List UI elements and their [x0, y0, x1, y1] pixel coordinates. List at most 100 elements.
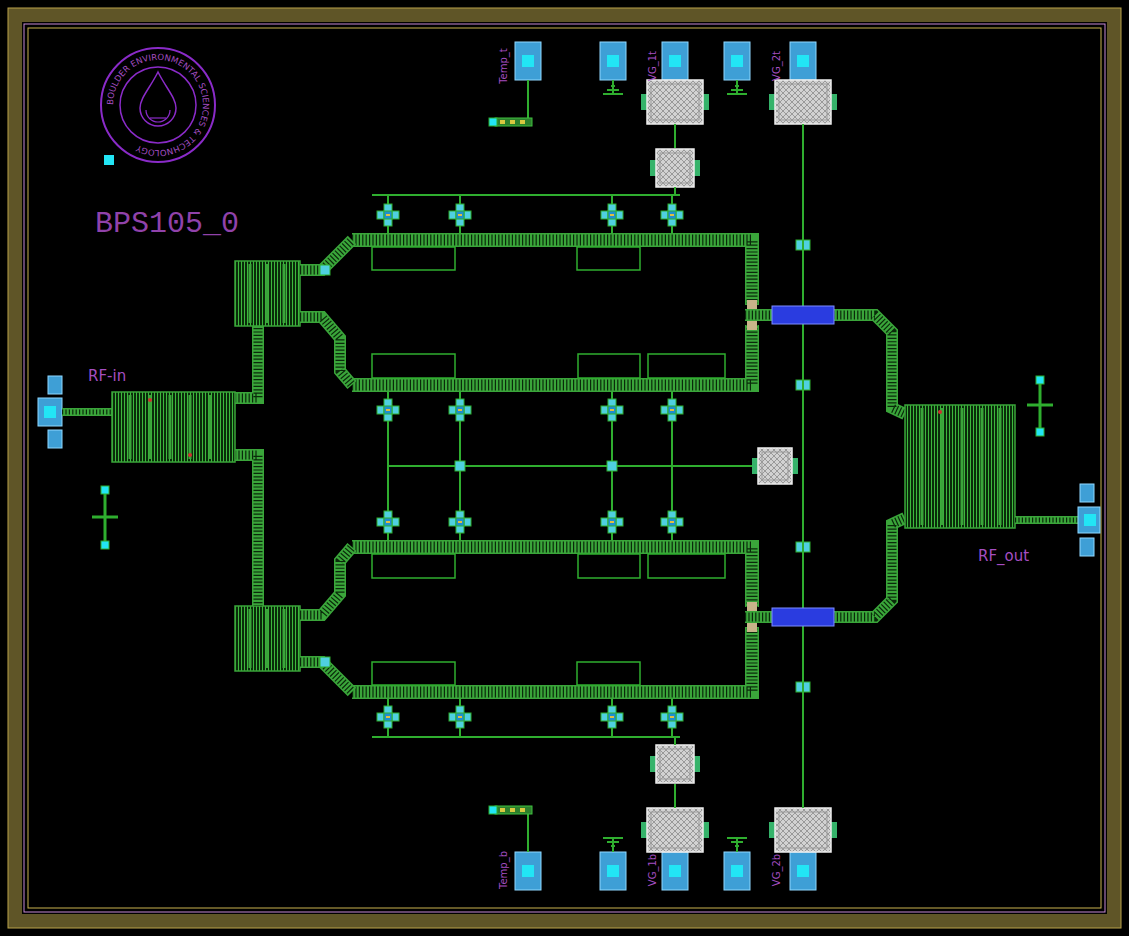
- bias-line: [671, 533, 673, 540]
- coupler-finger: [961, 408, 964, 525]
- capacitor-terminal: [792, 458, 798, 474]
- pin-name: VG_1b: [647, 854, 658, 886]
- ground-pad: [1080, 538, 1094, 556]
- seal-ring-edge: [8, 8, 1121, 928]
- bias-line: [611, 845, 615, 847]
- pin-name: VG_2t: [771, 51, 782, 81]
- transistor: [384, 204, 392, 226]
- lange-coupler: [112, 392, 235, 462]
- transistor-gate: [668, 406, 676, 414]
- coupler-finger: [283, 609, 286, 668]
- bias-line: [607, 841, 619, 843]
- bias-line: [611, 226, 613, 233]
- bias-line: [671, 466, 673, 511]
- bias-line: [603, 837, 623, 839]
- capacitor-plate: [651, 84, 699, 120]
- bond-pad: [515, 852, 541, 890]
- transistor: [449, 518, 471, 526]
- series-capacitor: [747, 602, 757, 612]
- bias-line: [459, 699, 461, 706]
- port-name: RF-in: [88, 368, 126, 385]
- logo-ring: [120, 67, 196, 143]
- bond-pad: [790, 852, 816, 890]
- transistor: [377, 406, 399, 414]
- capacitor-terminal: [650, 756, 656, 772]
- bias-line: [387, 392, 389, 399]
- coupler-finger: [209, 395, 212, 459]
- via-square: [489, 118, 497, 126]
- transistor: [449, 406, 471, 414]
- series-capacitor: [747, 320, 757, 330]
- bias-line: [735, 85, 739, 87]
- microstrip-line: [300, 317, 352, 385]
- transistor: [668, 204, 676, 226]
- via-square: [1036, 376, 1044, 384]
- transistor: [661, 713, 683, 721]
- bond-pad-opening: [1084, 514, 1096, 526]
- marker-dot: [188, 453, 192, 457]
- gate-finger: [386, 521, 390, 523]
- matching-stub: [578, 354, 640, 378]
- gate-finger: [458, 521, 462, 523]
- transistor-gate: [384, 518, 392, 526]
- transistor: [608, 706, 616, 728]
- transistor: [668, 399, 676, 421]
- transistor-gate: [456, 211, 464, 219]
- capacitor-terminal: [752, 458, 758, 474]
- bias-line: [671, 699, 673, 706]
- bias-line: [527, 814, 529, 852]
- bias-line: [387, 195, 389, 204]
- bias-line: [387, 699, 389, 706]
- bond-pad-opening: [522, 865, 534, 877]
- logo-text: BOULDER ENVIRONMENTAL SCIENCES & TECHNOL…: [105, 52, 211, 158]
- coupler-finger: [266, 264, 269, 323]
- capacitor-terminal: [769, 94, 775, 110]
- thin-film-resistor: [495, 118, 532, 126]
- bias-line: [731, 841, 743, 843]
- marker-dot: [148, 398, 152, 402]
- transistor-gate: [668, 518, 676, 526]
- microstrip-hatch: [300, 547, 352, 615]
- transistor: [456, 399, 464, 421]
- transistor-gate: [668, 713, 676, 721]
- gate-finger: [458, 214, 462, 216]
- gate-finger: [386, 214, 390, 216]
- matching-stub: [648, 554, 725, 578]
- microstrip-line: [745, 518, 905, 617]
- capacitor-terminal: [650, 160, 656, 176]
- transistor-gate: [384, 211, 392, 219]
- transistor: [384, 511, 392, 533]
- microstrip-hatch: [235, 455, 258, 606]
- matching-stub: [372, 354, 455, 378]
- microstrip-hatch: [352, 325, 752, 385]
- via-square: [489, 806, 497, 814]
- mim-capacitor: [647, 808, 703, 852]
- bias-line: [671, 195, 673, 204]
- capacitor-terminal: [831, 94, 837, 110]
- matching-stub: [577, 662, 640, 685]
- bias-line: [387, 728, 389, 737]
- via-square: [101, 541, 109, 549]
- microstrip-line: [300, 547, 352, 615]
- mim-capacitor: [647, 80, 703, 124]
- bias-line: [736, 838, 738, 852]
- transistor-gate: [608, 211, 616, 219]
- transistor: [601, 713, 623, 721]
- transistor: [449, 211, 471, 219]
- resistor-segment: [520, 120, 525, 124]
- matching-stub: [577, 247, 640, 270]
- logo-drop: [140, 72, 176, 126]
- series-capacitor: [747, 300, 757, 310]
- coupler-finger: [941, 408, 944, 525]
- bias-line: [671, 728, 673, 737]
- bond-pad-opening: [522, 55, 534, 67]
- bond-pad: [600, 852, 626, 890]
- bias-line: [388, 465, 757, 467]
- bias-line: [607, 89, 619, 91]
- bias-line: [92, 516, 118, 519]
- bias-line: [459, 728, 461, 737]
- bias-line: [731, 89, 743, 91]
- capacitor-terminal: [703, 94, 709, 110]
